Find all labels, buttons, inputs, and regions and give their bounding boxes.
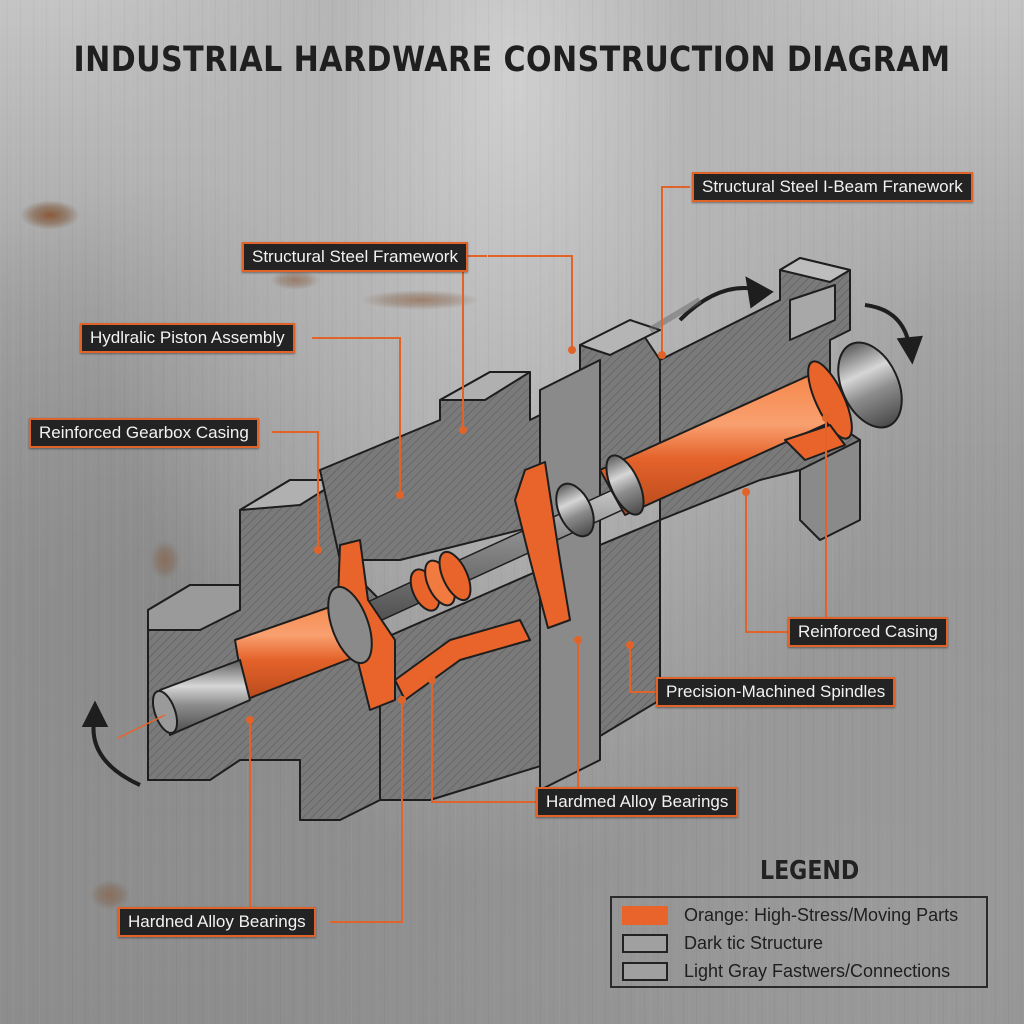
label-i-beam-framework: Structural Steel I-Beam Franework: [692, 172, 973, 202]
legend-title: LEGEND: [760, 856, 860, 886]
center-flange: [514, 461, 571, 629]
rust-stain: [20, 200, 80, 230]
label-hardmed-bearings: Hardmed Alloy Bearings: [536, 787, 739, 817]
motion-trace: [117, 714, 166, 739]
rotation-arrow-top-icon: [678, 276, 774, 322]
rust-stain: [270, 270, 320, 290]
legend-text: Orange: High-Stress/Moving Parts: [684, 904, 959, 925]
center-bearing: [555, 482, 595, 538]
label-hardned-bearings: Hardned Alloy Bearings: [118, 907, 316, 937]
legend-text: Dark tic Structure: [684, 932, 824, 953]
rust-stain: [150, 540, 180, 580]
legend-item-orange: Orange: High-Stress/Moving Parts: [622, 904, 958, 926]
rotation-arrow-right-icon: [864, 303, 923, 365]
label-precision-spindles: Precision-Machined Spindles: [656, 677, 896, 707]
label-hydraulic-piston: Hydlralic Piston Assembly: [80, 323, 295, 353]
rotation-arrow-left-icon: [81, 700, 141, 787]
rust-stain: [360, 290, 480, 310]
label-reinforced-casing: Reinforced Casing: [788, 617, 948, 647]
leader-lines: [249, 186, 827, 923]
legend-item-light-gray: Light Gray Fastwers/Connections: [622, 960, 950, 982]
legend-item-dark-structure: Dark tic Structure: [622, 932, 823, 954]
label-steel-framework: Structural Steel Framework: [242, 242, 468, 272]
label-gearbox-casing: Reinforced Gearbox Casing: [29, 418, 259, 448]
rust-stain: [90, 880, 130, 910]
machine-assembly: [147, 257, 903, 821]
swatch-gray: [622, 933, 668, 953]
leader-dots: [246, 346, 830, 724]
threaded-coupling: [409, 550, 472, 612]
upper-framework: [319, 329, 661, 561]
legend-text: Light Gray Fastwers/Connections: [684, 960, 951, 981]
page-title: INDUSTRIAL HARDWARE CONSTRUCTION DIAGRAM: [73, 40, 951, 80]
motion-blur: [648, 297, 702, 333]
legend-box: Orange: High-Stress/Moving Parts Dark ti…: [610, 896, 988, 988]
left-bearing-disc: [327, 585, 373, 665]
right-bearing-ring: [807, 360, 853, 440]
swatch-gray: [622, 961, 668, 981]
swatch-orange: [622, 905, 668, 925]
